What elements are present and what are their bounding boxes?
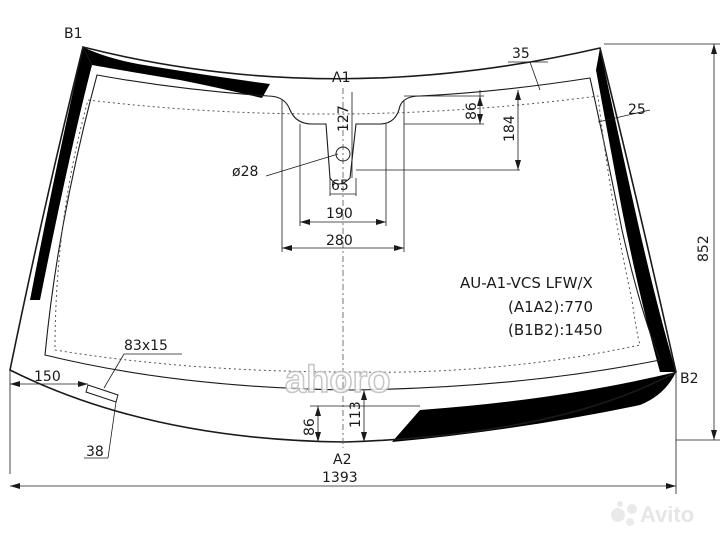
dim-83x15: 83x15 <box>124 338 168 354</box>
frit-top-left <box>83 47 270 98</box>
spec-b1b2: (B1B2):1450 <box>508 321 603 339</box>
spec-a1a2: (A1A2):770 <box>508 298 593 316</box>
dim-852: 852 <box>696 235 712 262</box>
dim-diameter-28: ø28 <box>232 164 258 180</box>
watermark-avito: Avito <box>640 502 694 527</box>
spec-code: AU-A1-VCS LFW/X <box>460 274 593 292</box>
frit-left-strip <box>30 47 92 300</box>
avito-logo-icon <box>611 501 637 526</box>
dim-113: 113 <box>348 401 364 428</box>
dim-1393: 1393 <box>322 470 358 486</box>
label-a2: A2 <box>333 452 351 468</box>
dim-190: 190 <box>326 206 353 222</box>
dim-127: 127 <box>336 105 352 132</box>
frit-right-strip <box>596 48 676 372</box>
vin-window <box>85 384 119 403</box>
dim-38: 38 <box>86 444 104 460</box>
label-b2: B2 <box>680 371 699 387</box>
inner-contour <box>44 74 661 391</box>
glass-outline <box>9 46 677 443</box>
dim-65: 65 <box>331 178 349 194</box>
dim-86-top: 86 <box>464 102 480 120</box>
frit-bottom-right <box>392 372 676 442</box>
sensor-circle <box>335 146 351 162</box>
dim-35: 35 <box>512 46 530 62</box>
dim-280: 280 <box>326 233 353 249</box>
dim-25: 25 <box>628 102 646 118</box>
label-a1: A1 <box>332 70 350 86</box>
dim-86-bottom: 86 <box>302 418 318 436</box>
dotted-boundary <box>54 95 641 373</box>
label-b1: B1 <box>64 26 83 42</box>
watermark-center: ahoro <box>285 359 391 401</box>
dim-184: 184 <box>502 115 518 142</box>
dim-150: 150 <box>34 369 61 385</box>
